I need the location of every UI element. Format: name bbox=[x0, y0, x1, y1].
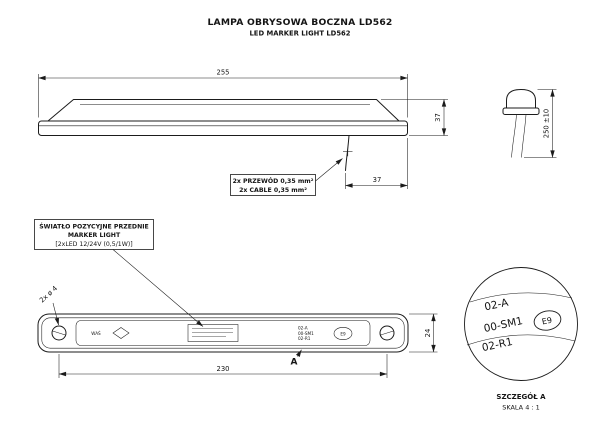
title-block: LAMPA OBRYSOWA BOCZNA LD562 LED MARKER L… bbox=[207, 17, 392, 38]
dim-width-255: 255 bbox=[38, 69, 408, 118]
detail-marking-3: 02-R1 bbox=[481, 336, 514, 354]
cable-note-line1: 2x PRZEWÓD 0,35 mm² bbox=[233, 176, 314, 185]
leader-line bbox=[315, 158, 343, 182]
dim-cable-length-label: 250 ±10 bbox=[543, 109, 551, 138]
screw-slot-left bbox=[52, 330, 66, 336]
end-base-profile bbox=[502, 107, 540, 115]
detail-view: 02-A 00-SM1 02-R1 E9 SZCZEGÓŁ A SKALA 4 … bbox=[464, 267, 578, 412]
screw-hole-left bbox=[51, 325, 67, 341]
dim-front-height-label: 24 bbox=[424, 329, 432, 338]
side-view bbox=[38, 99, 408, 171]
function-note-line2: MARKER LIGHT bbox=[68, 232, 121, 239]
detail-circle bbox=[464, 267, 578, 381]
dim-cable-length: 250 ±10 bbox=[524, 89, 557, 158]
detail-approval-oval bbox=[533, 310, 562, 331]
wire bbox=[511, 114, 517, 158]
function-note-line3: [2xLED 12/24V (0,5/1W)] bbox=[55, 241, 132, 248]
detail-scale: SKALA 4 : 1 bbox=[502, 404, 540, 412]
surface-line bbox=[469, 292, 573, 303]
leader-line bbox=[295, 349, 302, 358]
screw-hole-right bbox=[379, 325, 395, 341]
detail-caption: SZCZEGÓŁ A bbox=[496, 392, 546, 401]
drawing-title: LAMPA OBRYSOWA BOCZNA LD562 bbox=[207, 17, 392, 28]
end-view bbox=[502, 89, 540, 158]
base-profile bbox=[38, 120, 408, 136]
function-note: ŚWIATŁO POZYCYJNE PRZEDNIE MARKER LIGHT … bbox=[34, 219, 204, 327]
dim-width-label: 255 bbox=[217, 69, 230, 77]
approval-oval bbox=[333, 327, 353, 340]
function-note-box bbox=[34, 219, 154, 250]
dim-height-37: 37 bbox=[381, 99, 448, 136]
detail-reference-label: A bbox=[291, 358, 298, 368]
detail-marking-1: 02-A bbox=[483, 297, 510, 314]
leader-line bbox=[52, 302, 59, 326]
drawing-subtitle: LED MARKER LIGHT LD562 bbox=[249, 30, 350, 38]
cable-note: 2x PRZEWÓD 0,35 mm² 2x CABLE 0,35 mm² bbox=[230, 158, 343, 196]
surface-line bbox=[466, 334, 576, 346]
cable-note-line2: 2x CABLE 0,35 mm² bbox=[239, 187, 307, 194]
dim-mounting-230: 230 bbox=[58, 354, 388, 378]
approval-mark: E9 bbox=[340, 331, 346, 336]
molded-marking-2: 00-SM1 bbox=[298, 331, 314, 336]
diamond-logo bbox=[112, 327, 130, 339]
detail-approval-mark: E9 bbox=[541, 316, 553, 327]
housing-inner-outline bbox=[41, 317, 405, 349]
wire bbox=[521, 114, 527, 158]
brand-mark: WAŚ bbox=[91, 331, 101, 336]
end-lens-profile bbox=[506, 89, 536, 109]
lens-profile bbox=[47, 99, 400, 122]
molded-label-block bbox=[187, 324, 239, 342]
dim-cable-offset-label: 37 bbox=[373, 176, 382, 184]
dim-holes: 2x ø 4 bbox=[38, 284, 59, 326]
molded-marking-3: 02-R1 bbox=[298, 336, 311, 341]
dim-mounting-label: 230 bbox=[217, 365, 230, 373]
dim-holes-label: 2x ø 4 bbox=[38, 284, 59, 304]
molded-marking-1: 02-A bbox=[298, 326, 308, 331]
function-note-line1: ŚWIATŁO POZYCYJNE PRZEDNIE bbox=[39, 222, 149, 231]
leader-line bbox=[112, 249, 204, 327]
front-view: WAŚ 02-A 00-SM1 02-R1 E9 bbox=[37, 313, 409, 353]
screw-slot-right bbox=[380, 330, 394, 336]
detail-marking-2: 00-SM1 bbox=[483, 315, 524, 335]
dim-height-label: 37 bbox=[434, 113, 442, 122]
lens-outline bbox=[75, 320, 371, 346]
detail-reference: A bbox=[291, 349, 302, 368]
cable bbox=[345, 135, 350, 171]
dim-cable-offset-37: 37 bbox=[345, 138, 408, 189]
housing-outline bbox=[37, 313, 409, 353]
cable-note-box bbox=[230, 174, 316, 196]
dim-height-24: 24 bbox=[409, 313, 438, 353]
